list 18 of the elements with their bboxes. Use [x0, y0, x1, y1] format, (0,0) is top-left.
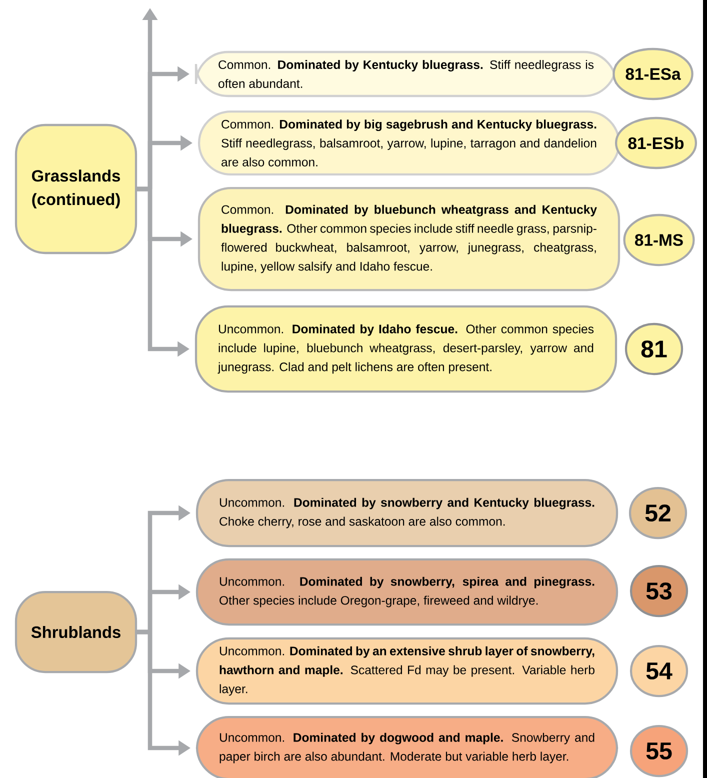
description-box: Common. Dominated by bluebunch wheatgrass and Kentucky bluegrass. Other common species include stiff needle grass, parsnip-flowered buckwheat, balsamroot, yarrow, junegrass, cheatgrass, lupine, yellow salsify and Idaho fescue.: [198, 186, 620, 292]
description-box: Common. Dominated by big sagebrush and Kentucky bluegrass. Stiff needlegrass, balsamroot, yarrow, lupine, tarragon and dandelion are also common.: [198, 110, 620, 176]
description-box: Uncommon. Dominated by an extensive shrub layer of snowberry, hawthorn and maple. Scattered Fd may be present. Variable herb layer.: [196, 637, 618, 705]
description-box: Uncommon. Dominated by snowberry, spirea and pinegrass. Other species include Oregon-grape, fireweed and wildrye.: [196, 558, 618, 626]
code-badge: 55: [630, 724, 688, 778]
description-box: Uncommon. Dominated by snowberry and Kentucky bluegrass. Choke cherry, rose and saskatoon are also common.: [196, 478, 618, 548]
code-badge: 81-MS: [623, 214, 695, 266]
description-box: Common. Dominated by Kentucky bluegrass. Stiff needlegrass is often abundant.: [194, 50, 618, 98]
category-box: Shrublands: [14, 590, 138, 674]
code-badge: 81-ESb: [614, 116, 698, 170]
code-badge: 81-ESa: [612, 48, 694, 100]
code-badge: 54: [630, 644, 688, 698]
description-box: Uncommon. Dominated by dogwood and maple. Snowberry and paper birch are also abundant. Moderate but variable herb layer.: [196, 716, 618, 778]
code-badge: 52: [628, 486, 688, 540]
category-box: Grasslands (continued): [14, 124, 138, 254]
code-badge: 81: [624, 322, 684, 376]
code-badge: 53: [630, 564, 688, 618]
description-box: Uncommon. Dominated by Idaho fescue. Other common species include lupine, bluebunch wheatgrass, desert-parsley, yarrow and junegrass. Clad and pelt lichens are often present.: [194, 305, 618, 393]
